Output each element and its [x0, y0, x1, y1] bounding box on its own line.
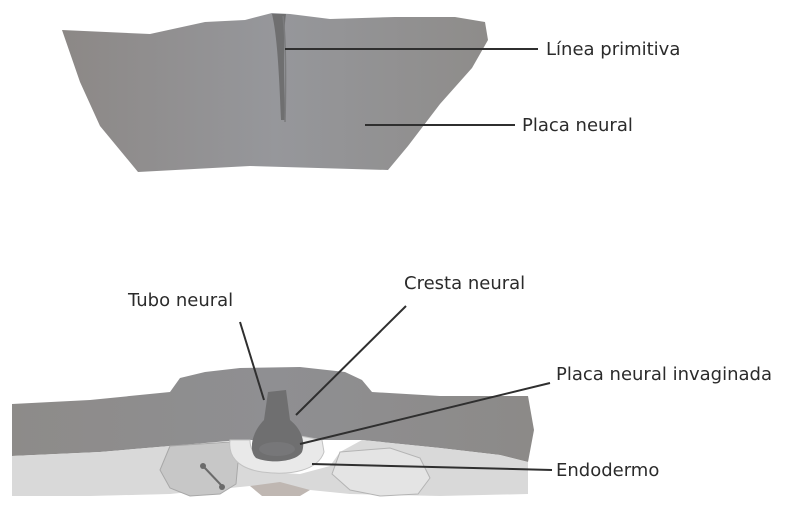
- left-somite-dot-a: [200, 463, 206, 469]
- placa-neural-invaginada-label: Placa neural invaginada: [556, 364, 772, 385]
- linea-primitiva-label: Línea primitiva: [546, 39, 680, 60]
- tubo-neural-label: Tubo neural: [127, 290, 233, 311]
- left-somite: [160, 442, 238, 496]
- cross-section-figure: [12, 367, 534, 496]
- endodermo-label: Endodermo: [556, 460, 659, 481]
- neural-plate-tissue: [62, 13, 488, 172]
- cresta-neural-label: Cresta neural: [404, 273, 525, 294]
- neural-tube-lumen: [259, 442, 295, 456]
- left-somite-dot-b: [219, 484, 225, 490]
- neural-plate-figure: [62, 13, 488, 172]
- placa-neural-label: Placa neural: [522, 115, 633, 136]
